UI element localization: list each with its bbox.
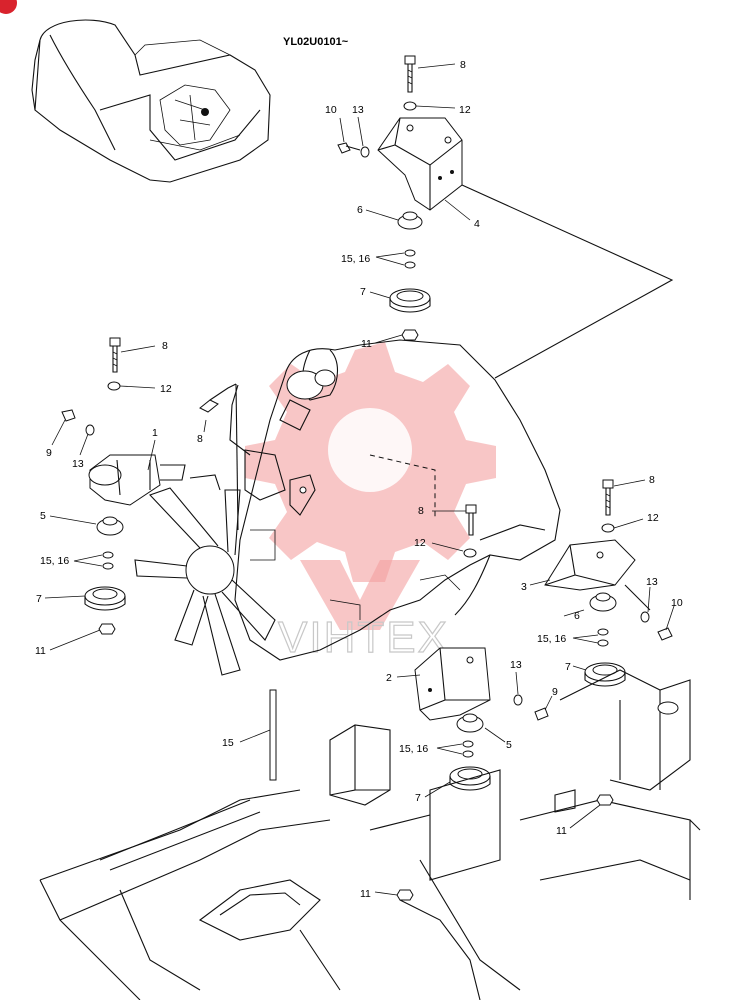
callout-8: 8 xyxy=(197,433,203,445)
callout-7: 7 xyxy=(36,593,42,605)
watermark-logo: VIHTEX xyxy=(245,342,496,663)
callout-5: 5 xyxy=(40,510,46,522)
callout-7: 7 xyxy=(415,792,421,804)
callout-8: 8 xyxy=(649,474,655,486)
callout-13: 13 xyxy=(72,458,84,470)
cooling-fan-drawing xyxy=(134,474,276,676)
callout-8: 8 xyxy=(162,340,168,352)
callout-leaders xyxy=(44,63,675,896)
watermark-text: VIHTEX xyxy=(278,613,449,662)
callout-15-16: 15, 16 xyxy=(399,743,428,755)
callout-2: 2 xyxy=(386,672,392,684)
callout-12: 12 xyxy=(459,104,471,116)
callout-15-16: 15, 16 xyxy=(341,253,370,265)
drawing-code: YL02U0101~ xyxy=(283,36,349,48)
corner-badge xyxy=(0,0,17,14)
callout-10: 10 xyxy=(671,597,683,609)
rear-left-mount-assembly xyxy=(269,647,549,791)
rear-right-mount-assembly xyxy=(337,55,674,379)
callout-11: 11 xyxy=(556,825,567,837)
callout-6: 6 xyxy=(357,204,363,216)
callout-8: 8 xyxy=(460,59,466,71)
callout-15-16: 15, 16 xyxy=(40,555,69,567)
callout-15: 15 xyxy=(222,737,234,749)
callout-9: 9 xyxy=(552,686,558,698)
callout-3: 3 xyxy=(521,581,527,593)
callout-7: 7 xyxy=(565,661,571,673)
callout-11: 11 xyxy=(360,888,371,900)
callout-1: 1 xyxy=(152,427,158,439)
front-right-mount-assembly xyxy=(463,479,673,687)
callout-7: 7 xyxy=(360,286,366,298)
engine-block-drawing xyxy=(229,339,561,661)
callout-6: 6 xyxy=(574,610,580,622)
callout-5: 5 xyxy=(506,739,512,751)
callout-11: 11 xyxy=(361,338,372,350)
callout-12: 12 xyxy=(647,512,659,524)
callout-11: 11 xyxy=(35,645,46,657)
callout-15-16: 15, 16 xyxy=(537,633,566,645)
callout-13: 13 xyxy=(646,576,658,588)
callout-12: 12 xyxy=(414,537,426,549)
callout-8: 8 xyxy=(418,505,424,517)
front-left-mount-assembly xyxy=(61,337,239,635)
callout-9: 9 xyxy=(46,447,52,459)
machine-frame-drawing xyxy=(39,669,701,1000)
machine-overview-drawing xyxy=(31,19,271,183)
callout-10: 10 xyxy=(325,104,337,116)
callout-12: 12 xyxy=(160,383,172,395)
callout-4: 4 xyxy=(474,218,480,230)
callout-13: 13 xyxy=(352,104,364,116)
callout-labels: 8 12 10 13 4 6 15, 16 7 11 8 12 8 9 13 1… xyxy=(35,59,683,900)
callout-13: 13 xyxy=(510,659,522,671)
